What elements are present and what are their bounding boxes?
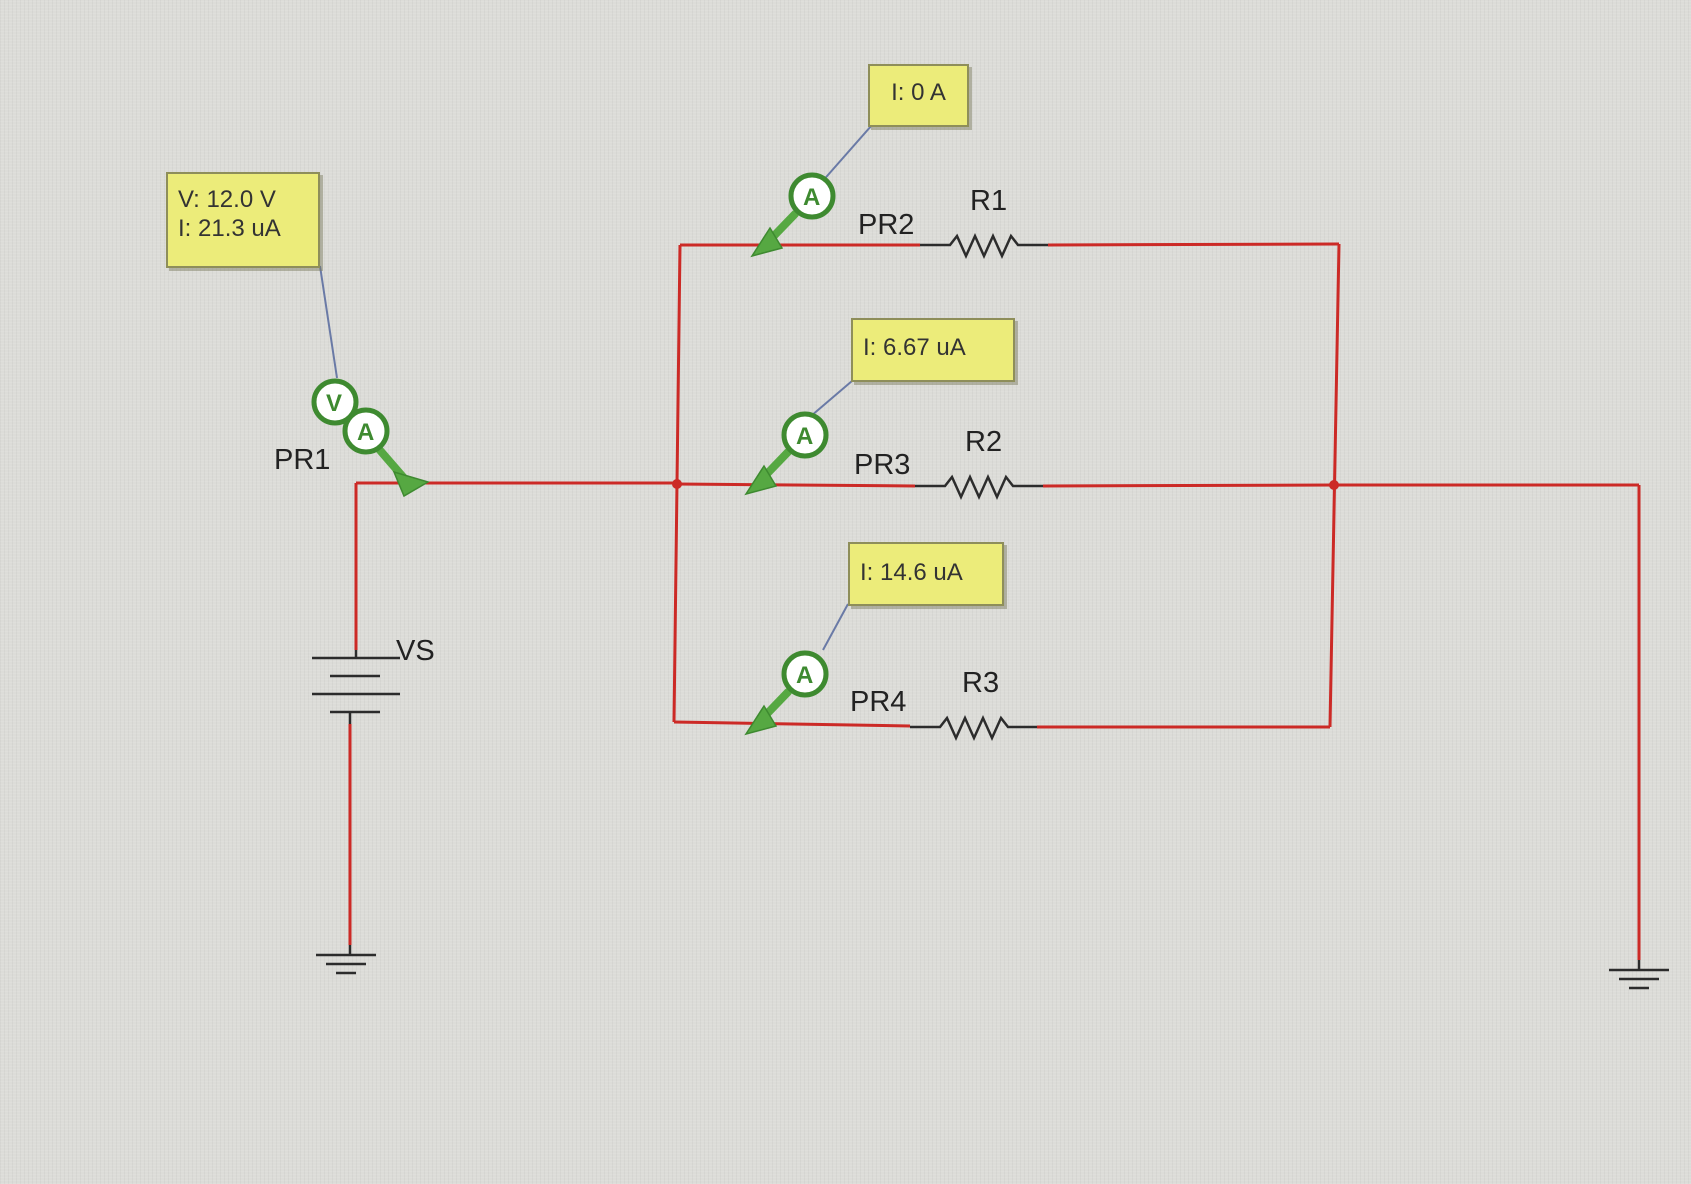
probe-arrow-icon	[392, 470, 430, 498]
resistor-r3-label: R3	[962, 667, 999, 699]
probe-arrow-icon	[744, 464, 778, 496]
resistor-icon	[920, 232, 1048, 260]
ammeter-icon: A	[342, 407, 390, 455]
junction-left	[672, 479, 682, 489]
ammeter-icon: A	[781, 650, 829, 698]
resistor-r1-label: R1	[970, 185, 1007, 217]
resistor-icon	[915, 473, 1043, 501]
probe-pr4-label: PR4	[850, 686, 906, 718]
probe-arrow-icon	[744, 704, 778, 736]
ground-icon	[316, 945, 376, 975]
voltage-source-vs[interactable]: VS	[312, 635, 435, 724]
ammeter-icon: A	[788, 172, 836, 220]
probe-arrow-icon	[750, 226, 784, 258]
probe-pr2-label: PR2	[858, 209, 914, 241]
probe-pr2[interactable]: A PR2	[750, 172, 914, 258]
wire-branch-r2-right[interactable]	[1042, 483, 1335, 488]
resistor-r2-label: R2	[965, 426, 1002, 458]
resistor-r3[interactable]: R3	[910, 667, 1037, 742]
wire-branch-r1-right[interactable]	[1047, 242, 1340, 247]
probe-pr1-voltage: V: 12.0 V	[178, 186, 276, 213]
probe-pr1-current: I: 21.3 uA	[178, 215, 281, 242]
voltmeter-icon: V	[311, 378, 359, 426]
resistor-r1[interactable]: R1	[920, 185, 1048, 260]
probe-leads	[319, 124, 873, 651]
probe-lead-pr1	[319, 265, 338, 379]
ammeter-icon: A	[781, 411, 829, 459]
ground-icon	[1609, 960, 1669, 990]
probe-lead-pr3	[810, 380, 853, 417]
probe-pr2-readout[interactable]: I: 0 A	[868, 64, 969, 127]
probe-pr3-label: PR3	[854, 449, 910, 481]
probe-pr4-current: I: 14.6 uA	[860, 559, 963, 586]
ground-right[interactable]	[1609, 960, 1669, 990]
probe-pr4-readout[interactable]: I: 14.6 uA	[848, 542, 1004, 606]
probe-pr1[interactable]: V A PR1	[274, 378, 430, 498]
resistor-icon	[910, 714, 1037, 742]
svg-text:A: A	[357, 419, 374, 446]
svg-text:V: V	[326, 390, 342, 417]
battery-icon	[312, 650, 400, 724]
probe-pr1-label: PR1	[274, 444, 330, 476]
probe-pr3-readout[interactable]: I: 6.67 uA	[851, 318, 1015, 382]
svg-text:A: A	[796, 662, 813, 689]
probe-pr3-current: I: 6.67 uA	[863, 334, 966, 361]
probe-lead-pr4	[822, 603, 849, 651]
resistor-r2[interactable]: R2	[915, 426, 1043, 501]
probe-pr2-current: I: 0 A	[891, 79, 946, 106]
probe-pr4[interactable]: A PR4	[744, 650, 906, 736]
voltage-source-label: VS	[396, 635, 435, 667]
wire-branch-r3-left[interactable]	[673, 720, 911, 728]
ground-left[interactable]	[316, 945, 376, 975]
wire-branch-r2-left[interactable]	[675, 482, 916, 488]
svg-text:A: A	[796, 423, 813, 450]
probe-pr1-readout[interactable]: V: 12.0 V I: 21.3 uA	[166, 172, 320, 268]
junction-right	[1329, 480, 1339, 490]
probe-pr3[interactable]: A PR3	[744, 411, 910, 496]
svg-text:A: A	[803, 184, 820, 211]
